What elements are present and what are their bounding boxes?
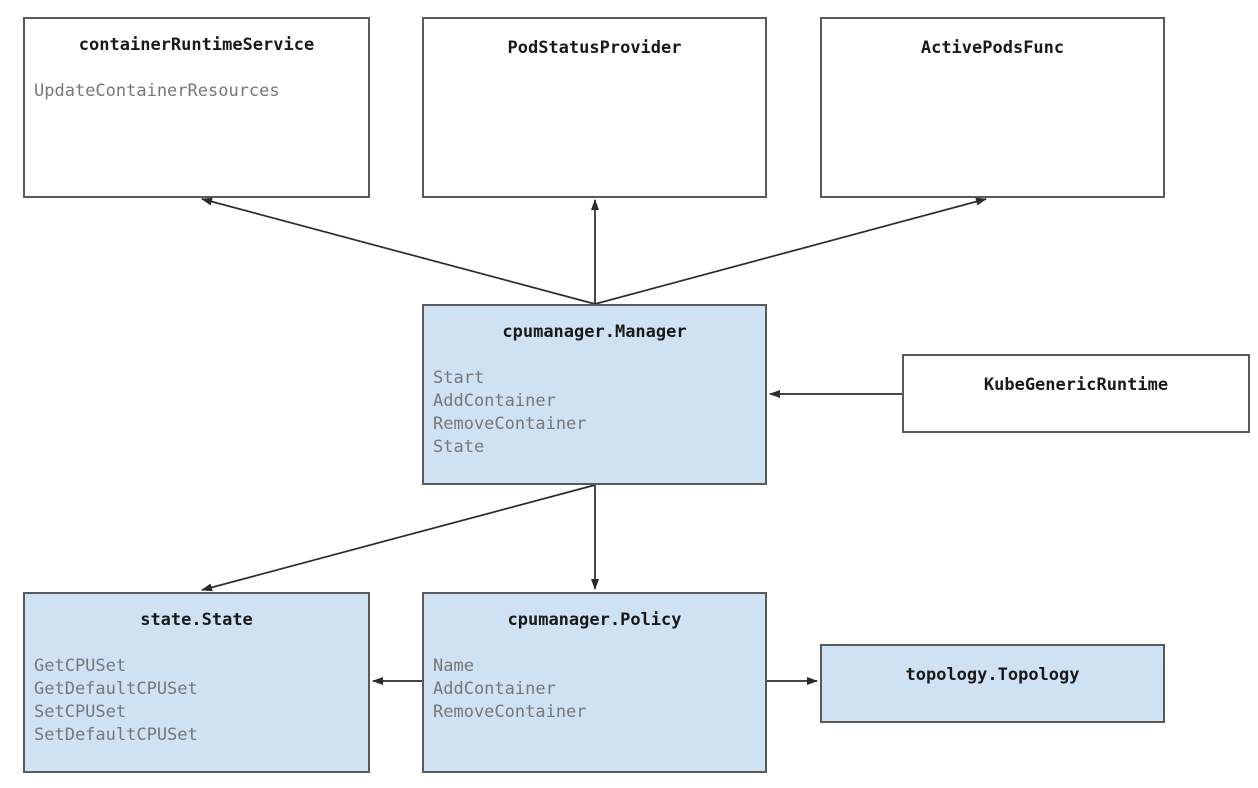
edge-manager-to-active-pods-func [594, 197, 987, 305]
node-title: PodStatusProvider [507, 38, 682, 58]
node-member: UpdateContainerResources [34, 81, 280, 101]
node-title: topology.Topology [905, 665, 1080, 685]
node-member: GetCPUSet [34, 656, 127, 676]
node-title: ActivePodsFunc [920, 38, 1065, 58]
node-members: UpdateContainerResources [34, 80, 368, 103]
node-member: Name [433, 656, 474, 676]
node-title: KubeGenericRuntime [983, 375, 1169, 395]
node-member: GetDefaultCPUSet [34, 679, 198, 699]
node-member: SetCPUSet [34, 702, 127, 722]
node-member: RemoveContainer [433, 414, 587, 434]
node-topology-topology[interactable]: topology.Topology [820, 644, 1165, 723]
node-active-pods-func[interactable]: ActivePodsFunc [820, 17, 1165, 198]
node-container-runtime-service[interactable]: containerRuntimeService UpdateContainerR… [23, 17, 370, 198]
node-title: containerRuntimeService [78, 35, 315, 55]
node-title: state.State [140, 610, 253, 630]
node-member: State [433, 437, 485, 457]
node-title: cpumanager.Manager [502, 322, 687, 342]
node-pod-status-provider[interactable]: PodStatusProvider [422, 17, 767, 198]
node-kube-generic-runtime[interactable]: KubeGenericRuntime [902, 354, 1250, 433]
node-member: AddContainer [433, 391, 556, 411]
node-title: cpumanager.Policy [507, 610, 682, 630]
node-member: Start [433, 368, 485, 388]
edge-manager-to-container-runtime-service [201, 197, 596, 305]
node-member: SetDefaultCPUSet [34, 725, 198, 745]
edge-manager-to-state-state [201, 484, 596, 592]
node-member: AddContainer [433, 679, 556, 699]
node-member: RemoveContainer [433, 702, 587, 722]
